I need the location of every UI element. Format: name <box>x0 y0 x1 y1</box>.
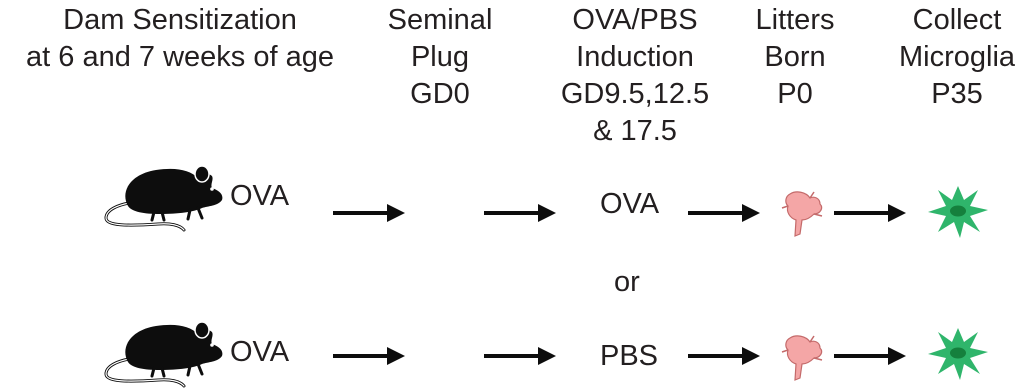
microglia-icon <box>928 186 988 238</box>
adult-mouse-icon <box>104 320 224 388</box>
arrow-icon <box>832 202 908 224</box>
pup-icon <box>781 191 823 237</box>
header-line: GD9.5,12.5 <box>560 78 710 110</box>
header-line: Litters <box>755 4 835 36</box>
arrow-icon <box>686 202 762 224</box>
header-line: Plug <box>410 41 470 73</box>
arrow-icon <box>482 202 558 224</box>
arrow-icon <box>331 202 407 224</box>
arrow-icon <box>331 345 407 367</box>
header-line: Microglia <box>898 41 1016 73</box>
header-line: P35 <box>931 78 983 110</box>
header-dam-sensitization: Dam Sensitization at 6 and 7 weeks of ag… <box>0 2 360 76</box>
header-line: Dam Sensitization <box>63 4 297 36</box>
header-line: at 6 and 7 weeks of age <box>26 41 334 73</box>
pup-icon <box>781 335 823 381</box>
header-induction: OVA/PBS Induction GD9.5,12.5 & 17.5 <box>540 2 730 150</box>
arrow-icon <box>482 345 558 367</box>
separator-or: or <box>614 266 640 298</box>
row2-induction-label: PBS <box>600 340 659 372</box>
header-line: Collect <box>912 4 1002 36</box>
header-litters-born: Litters Born P0 <box>730 2 860 113</box>
header-seminal-plug: Seminal Plug GD0 <box>365 2 515 113</box>
header-line: & 17.5 <box>593 115 677 147</box>
header-line: Seminal <box>387 4 493 36</box>
header-line: OVA/PBS <box>572 4 698 36</box>
row1-sensitization-label: OVA <box>230 180 290 212</box>
arrow-icon <box>832 345 908 367</box>
header-line: Born <box>764 41 826 73</box>
row2-sensitization-label: OVA <box>230 336 290 368</box>
microglia-icon <box>928 328 988 380</box>
adult-mouse-icon <box>104 164 224 232</box>
header-line: Induction <box>576 41 694 73</box>
header-collect-microglia: Collect Microglia P35 <box>880 2 1034 113</box>
header-line: P0 <box>777 78 813 110</box>
arrow-icon <box>686 345 762 367</box>
row1-induction-label: OVA <box>600 188 660 220</box>
header-line: GD0 <box>410 78 470 110</box>
